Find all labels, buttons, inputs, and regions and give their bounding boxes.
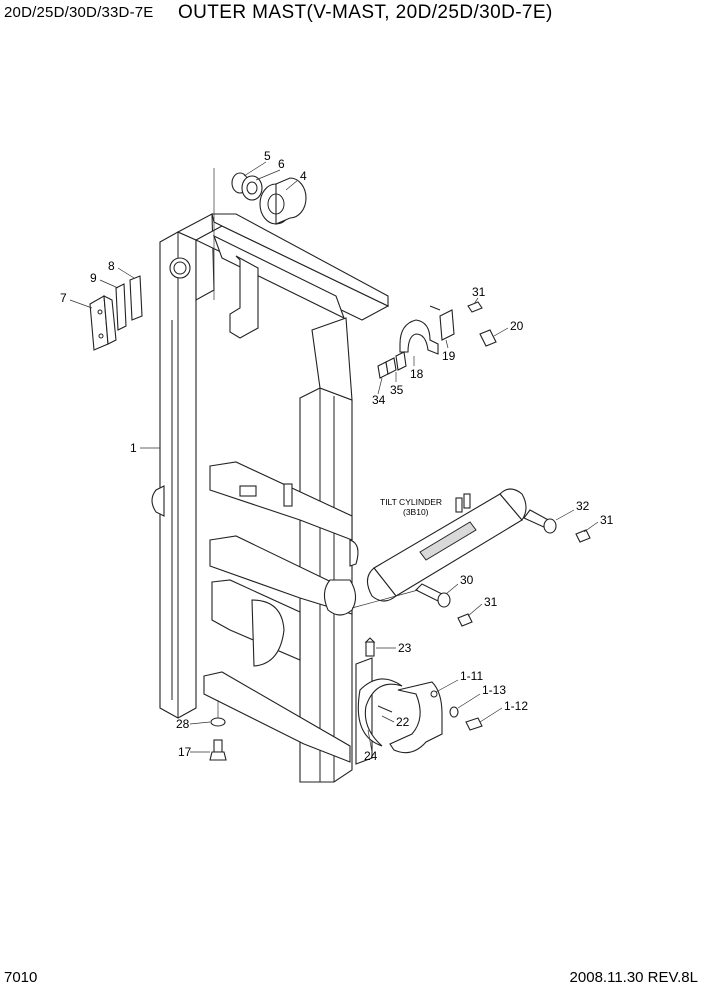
callout-35: 35 — [390, 383, 404, 397]
tilt-cylinder-reference: (3B10) — [403, 507, 429, 517]
leader-lines — [69, 161, 599, 753]
callout-1: 1 — [130, 441, 137, 455]
callout-31-top: 31 — [472, 285, 486, 299]
callout-9: 9 — [90, 271, 97, 285]
tilt-cylinder-label: TILT CYLINDER — [380, 497, 442, 507]
tilt-cylinder — [351, 488, 591, 627]
callout-22: 22 — [396, 715, 410, 729]
page-number: 7010 — [4, 969, 38, 986]
callout-6: 6 — [278, 157, 285, 171]
callout-32: 32 — [576, 499, 590, 513]
callout-24: 24 — [364, 749, 378, 763]
callout-20: 20 — [510, 319, 524, 333]
top-bearing-group — [231, 172, 307, 225]
revision-date: 2008.11.30 REV.8L — [569, 969, 698, 986]
callout-19: 19 — [442, 349, 456, 363]
callout-28: 28 — [176, 717, 190, 731]
callout-4: 4 — [300, 169, 307, 183]
hose-clamp-group — [377, 301, 497, 379]
model-number: 20D/25D/30D/33D-7E — [4, 4, 154, 21]
callout-7: 7 — [60, 291, 67, 305]
callout-18: 18 — [410, 367, 424, 381]
outer-mast-frame — [151, 168, 390, 783]
callout-labels: 5 6 4 8 9 7 1 31 20 19 18 35 34 32 31 30… — [60, 149, 614, 763]
callout-1-12: 1-12 — [504, 699, 528, 713]
callout-30: 30 — [460, 573, 474, 587]
callout-1-13: 1-13 — [482, 683, 506, 697]
callout-5: 5 — [264, 149, 271, 163]
trunnion-cap-group — [357, 637, 483, 754]
callout-17: 17 — [178, 745, 192, 759]
callout-34: 34 — [372, 393, 386, 407]
callout-8: 8 — [108, 259, 115, 273]
page-title: OUTER MAST(V-MAST, 20D/25D/30D-7E) — [178, 2, 553, 23]
callout-31-mid: 31 — [484, 595, 498, 609]
callout-31-right: 31 — [600, 513, 614, 527]
callout-23: 23 — [398, 641, 412, 655]
bottom-bolt-group — [209, 700, 227, 761]
callout-1-11: 1-11 — [460, 669, 483, 683]
shim-pad-group — [89, 275, 143, 351]
